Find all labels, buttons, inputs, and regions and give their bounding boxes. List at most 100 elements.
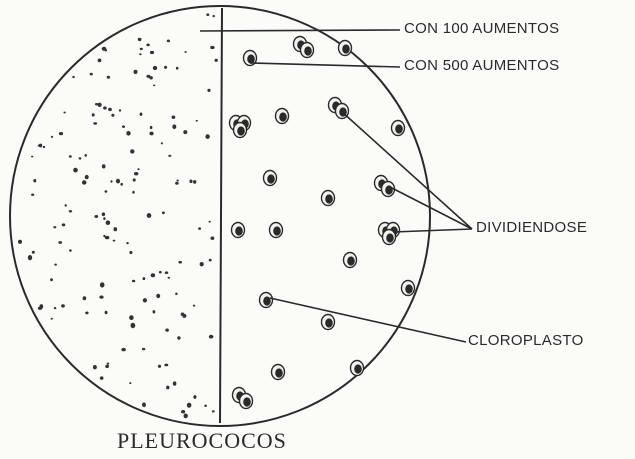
cell-dot-100x [132,191,134,194]
algae-cell [344,253,357,268]
cell-dot-100x [94,215,98,218]
cell-dot-100x [53,226,56,228]
cell-dot-100x [102,164,106,168]
cell-dot-100x [61,304,65,307]
cell-dot-100x [147,213,152,218]
cell-dot-100x [156,294,160,298]
cell-dot-100x [59,132,63,135]
cell-dot-100x [126,242,129,244]
leader-lines [200,30,472,342]
cell-dot-100x [129,315,134,320]
cell-dot-100x [142,348,145,350]
cell-dot-100x [177,336,180,339]
field-divider-line [220,8,222,423]
label-dividing: DIVIDIENDOSE [476,219,587,236]
cell-dot-100x [120,183,123,186]
cell-dot-100x [50,278,53,281]
cell-dot-100x [173,381,177,385]
cell-dot-100x [129,251,132,254]
cell-dot-100x [93,122,97,125]
cell-dot-100x [209,221,211,223]
label-500x: CON 500 AUMENTOS [404,57,559,74]
cell-dot-100x [99,296,103,299]
cell-dot-100x [111,114,114,117]
cell-dot-100x [209,259,212,262]
cell-dot-100x [166,386,169,390]
cell-dot-100x [193,180,196,184]
cell-dot-100x [205,134,209,139]
cell-dot-100x [167,40,170,43]
cell-dot-100x [198,227,201,230]
cell-dot-100x [69,249,72,252]
cell-dot-100x [137,168,139,170]
cell-dot-100x [63,112,65,114]
cell-dot-100x [107,363,109,365]
cell-dot-100x [102,212,105,216]
leader-line-100x [200,30,400,31]
cell-dot-100x [121,348,125,351]
cell-dot-100x [146,75,150,78]
dividing-cell [375,176,395,197]
cell-dot-100x [65,204,67,206]
cell-dot-100x [153,310,156,313]
algae-cell [351,361,364,376]
cell-dot-100x [132,280,135,283]
cell-dot-100x [210,46,214,49]
cell-dot-100x [143,277,146,280]
cell-dot-100x [153,66,157,70]
label-100x: CON 100 AUMENTOS [404,20,559,37]
algae-cell [272,365,285,380]
algae-cell [402,281,415,296]
cell-dot-100x [183,130,187,134]
cell-dot-100x [139,53,141,55]
cell-dot-100x [54,307,56,309]
cell-dot-100x [149,132,153,136]
cell-dot-100x [31,194,34,196]
cell-dot-100x [105,190,108,192]
cell-dot-100x [184,51,187,53]
cell-dot-100x [105,311,108,315]
cell-dot-100x [18,240,22,244]
cell-dot-100x [90,73,93,76]
cell-dot-100x [168,277,171,279]
cell-dot-100x [150,51,154,54]
algae-cell [322,315,335,330]
cell-dot-100x [142,403,146,408]
cell-dot-100x [31,156,33,158]
cell-dot-100x [32,251,35,254]
cell-dot-100x [140,113,143,116]
cells-500x [230,37,415,409]
cell-dot-100x [212,410,215,412]
dividing-cell [230,116,251,138]
cell-dot-100x [165,329,169,332]
cell-dot-100x [54,264,57,266]
cell-dot-100x [200,262,204,266]
cell-dot-100x [39,304,43,308]
cell-dot-100x [143,298,147,302]
cell-dot-100x [133,178,136,181]
cell-dot-100x [207,89,210,92]
cell-dot-100x [134,172,138,175]
algae-cell [232,223,245,238]
cell-dot-100x [168,155,171,157]
cell-dot-100x [93,365,97,369]
leader-line-500x [250,63,400,67]
cell-dot-100x [116,179,120,184]
cell-dot-100x [187,403,192,408]
cell-dot-100x [79,157,82,159]
cell-dot-100x [73,168,78,173]
cell-dot-100x [159,271,162,274]
cell-dot-100x [161,142,163,144]
cell-dot-100x [209,335,214,339]
cell-dot-100x [172,116,176,119]
cell-dot-100x [177,180,179,182]
algae-cell [276,109,289,124]
cell-dot-100x [164,364,168,367]
leader-line-chloroplast [270,298,466,342]
diagram-title: PLEUROCOCOS [117,428,287,454]
cell-dot-100x [83,296,87,300]
algae-cell [392,121,405,136]
cell-dot-100x [114,227,118,231]
cell-dot-100x [103,106,107,109]
cell-dot-100x [162,211,165,214]
